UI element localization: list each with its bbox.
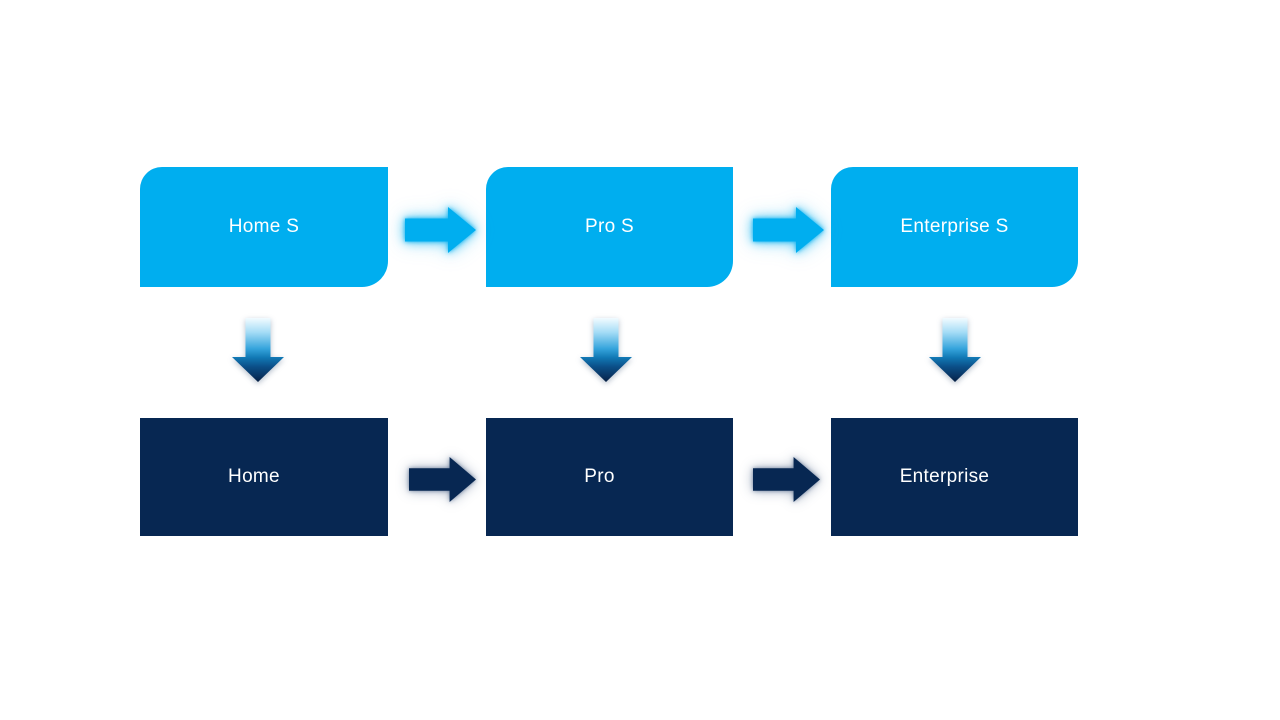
down-arrow-icon: [929, 318, 981, 382]
down-arrow-icon: [580, 318, 632, 382]
node-label: Pro: [584, 466, 615, 487]
node-home-s: Home S: [140, 167, 388, 287]
node-pro-s: Pro S: [486, 167, 733, 287]
right-arrow-icon: [405, 207, 476, 253]
node-home: Home: [140, 418, 388, 536]
node-label: Enterprise: [899, 466, 990, 487]
node-enterprise: Enterprise: [831, 418, 1078, 536]
right-arrow-icon: [753, 457, 820, 502]
node-pro: Pro: [486, 418, 733, 536]
down-arrow-icon: [232, 318, 284, 382]
right-arrow-icon: [409, 457, 476, 502]
node-enterprise-s: Enterprise S: [831, 167, 1078, 287]
node-label: Home S: [228, 216, 300, 237]
node-label: Pro S: [584, 216, 635, 237]
node-label: Enterprise S: [900, 216, 1009, 237]
node-label: Home: [228, 466, 280, 487]
right-arrow-icon: [753, 207, 824, 253]
